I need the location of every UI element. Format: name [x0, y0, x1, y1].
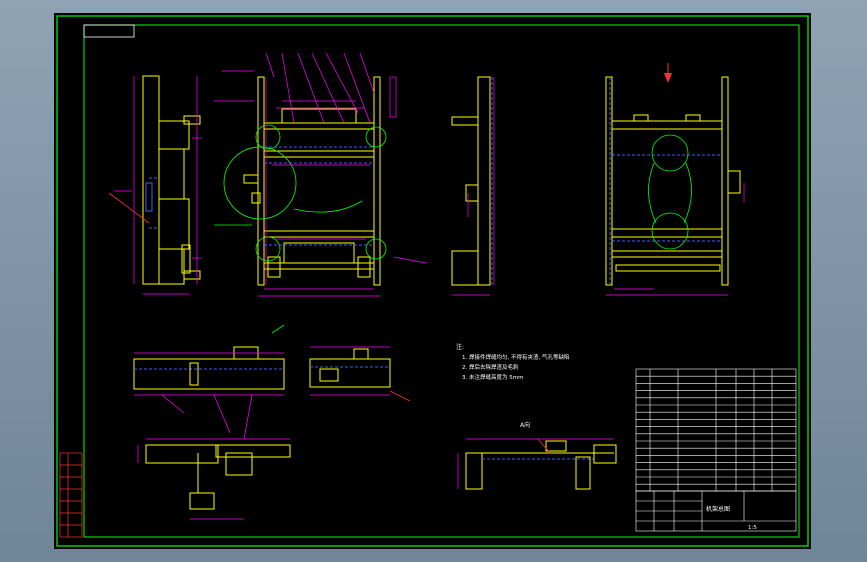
a-view-detail: A向 [457, 421, 617, 490]
drawing-name: 机架总图 [706, 505, 730, 513]
right-side-view [451, 76, 495, 296]
parts-list-table [635, 368, 797, 492]
drawing-scale: 1:5 [748, 525, 757, 531]
technical-notes: 注: 1. 焊接件焊缝均匀, 不得有夹渣, 气孔等缺陷 2. 焊后去除焊渣及毛刺… [456, 343, 570, 381]
detail-beam-views [133, 324, 411, 520]
outer-border [56, 15, 809, 547]
inner-border [83, 24, 800, 538]
note-line-1: 1. 焊接件焊缝均匀, 不得有夹渣, 气孔等缺陷 [462, 353, 570, 361]
cad-drawing-viewport[interactable]: 注: 1. 焊接件焊缝均匀, 不得有夹渣, 气孔等缺陷 2. 焊后去除焊渣及毛刺… [54, 13, 811, 549]
cad-drawing-sheet: 注: 1. 焊接件焊缝均匀, 不得有夹渣, 气孔等缺陷 2. 焊后去除焊渣及毛刺… [56, 15, 809, 547]
notes-header: 注: [456, 343, 464, 351]
revision-table [59, 452, 83, 538]
note-line-2: 2. 焊后去除焊渣及毛刺 [462, 363, 519, 371]
a-direction-view [605, 63, 745, 296]
view-label: A向 [520, 421, 530, 429]
note-line-3: 3. 未注焊缝高度为 5mm [462, 373, 523, 381]
title-block: 机架总图 1:5 [635, 490, 797, 532]
left-side-view [108, 75, 202, 295]
drawing-number-box [83, 24, 135, 38]
front-view [214, 52, 427, 297]
